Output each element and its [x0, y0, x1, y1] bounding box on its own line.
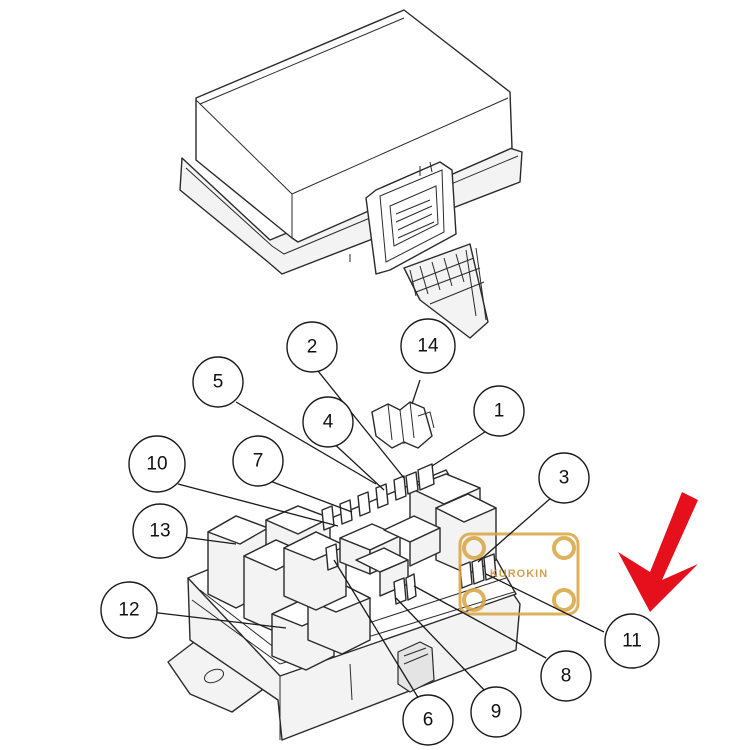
fuse-puller-clip	[371, 401, 435, 449]
watermark-text: KUROKIN	[490, 568, 548, 580]
callout-2: 2	[286, 321, 338, 373]
callout-3-label: 3	[559, 468, 570, 489]
callout-11-label: 11	[622, 631, 642, 652]
callout-10-label: 10	[146, 454, 167, 475]
callout-9-label: 9	[491, 702, 502, 723]
callout-7-label: 7	[253, 451, 264, 472]
callout-5: 5	[192, 356, 244, 408]
callout-4: 4	[302, 396, 354, 448]
callout-12-label: 12	[118, 600, 139, 621]
callout-14: 14	[400, 318, 456, 374]
callout-6: 6	[402, 694, 454, 746]
watermark-logo: KUROKIN	[458, 532, 580, 616]
callout-4-label: 4	[323, 412, 334, 433]
fuse-box-lid	[179, 9, 523, 275]
mini-fuse-group	[321, 463, 497, 605]
callout-13: 13	[132, 503, 188, 559]
callout-1: 1	[473, 385, 525, 437]
callout-1-label: 1	[494, 401, 505, 422]
callout-7: 7	[232, 435, 284, 487]
callout-8-label: 8	[561, 666, 572, 687]
callout-2-label: 2	[307, 337, 318, 358]
callout-8: 8	[540, 650, 592, 702]
spare-fuse-strip	[403, 243, 489, 339]
callout-10: 10	[128, 435, 186, 493]
red-arrow-icon	[618, 492, 698, 612]
callout-5-label: 5	[213, 372, 224, 393]
callout-3: 3	[538, 452, 590, 504]
callout-14-label: 14	[417, 336, 439, 357]
callout-12: 12	[100, 581, 158, 639]
relay-group	[207, 473, 497, 671]
callout-6-label: 6	[423, 710, 434, 731]
leader-lines	[149, 365, 605, 705]
callout-9: 9	[470, 686, 522, 738]
callout-13-label: 13	[149, 521, 170, 542]
callout-11: 11	[604, 613, 660, 669]
